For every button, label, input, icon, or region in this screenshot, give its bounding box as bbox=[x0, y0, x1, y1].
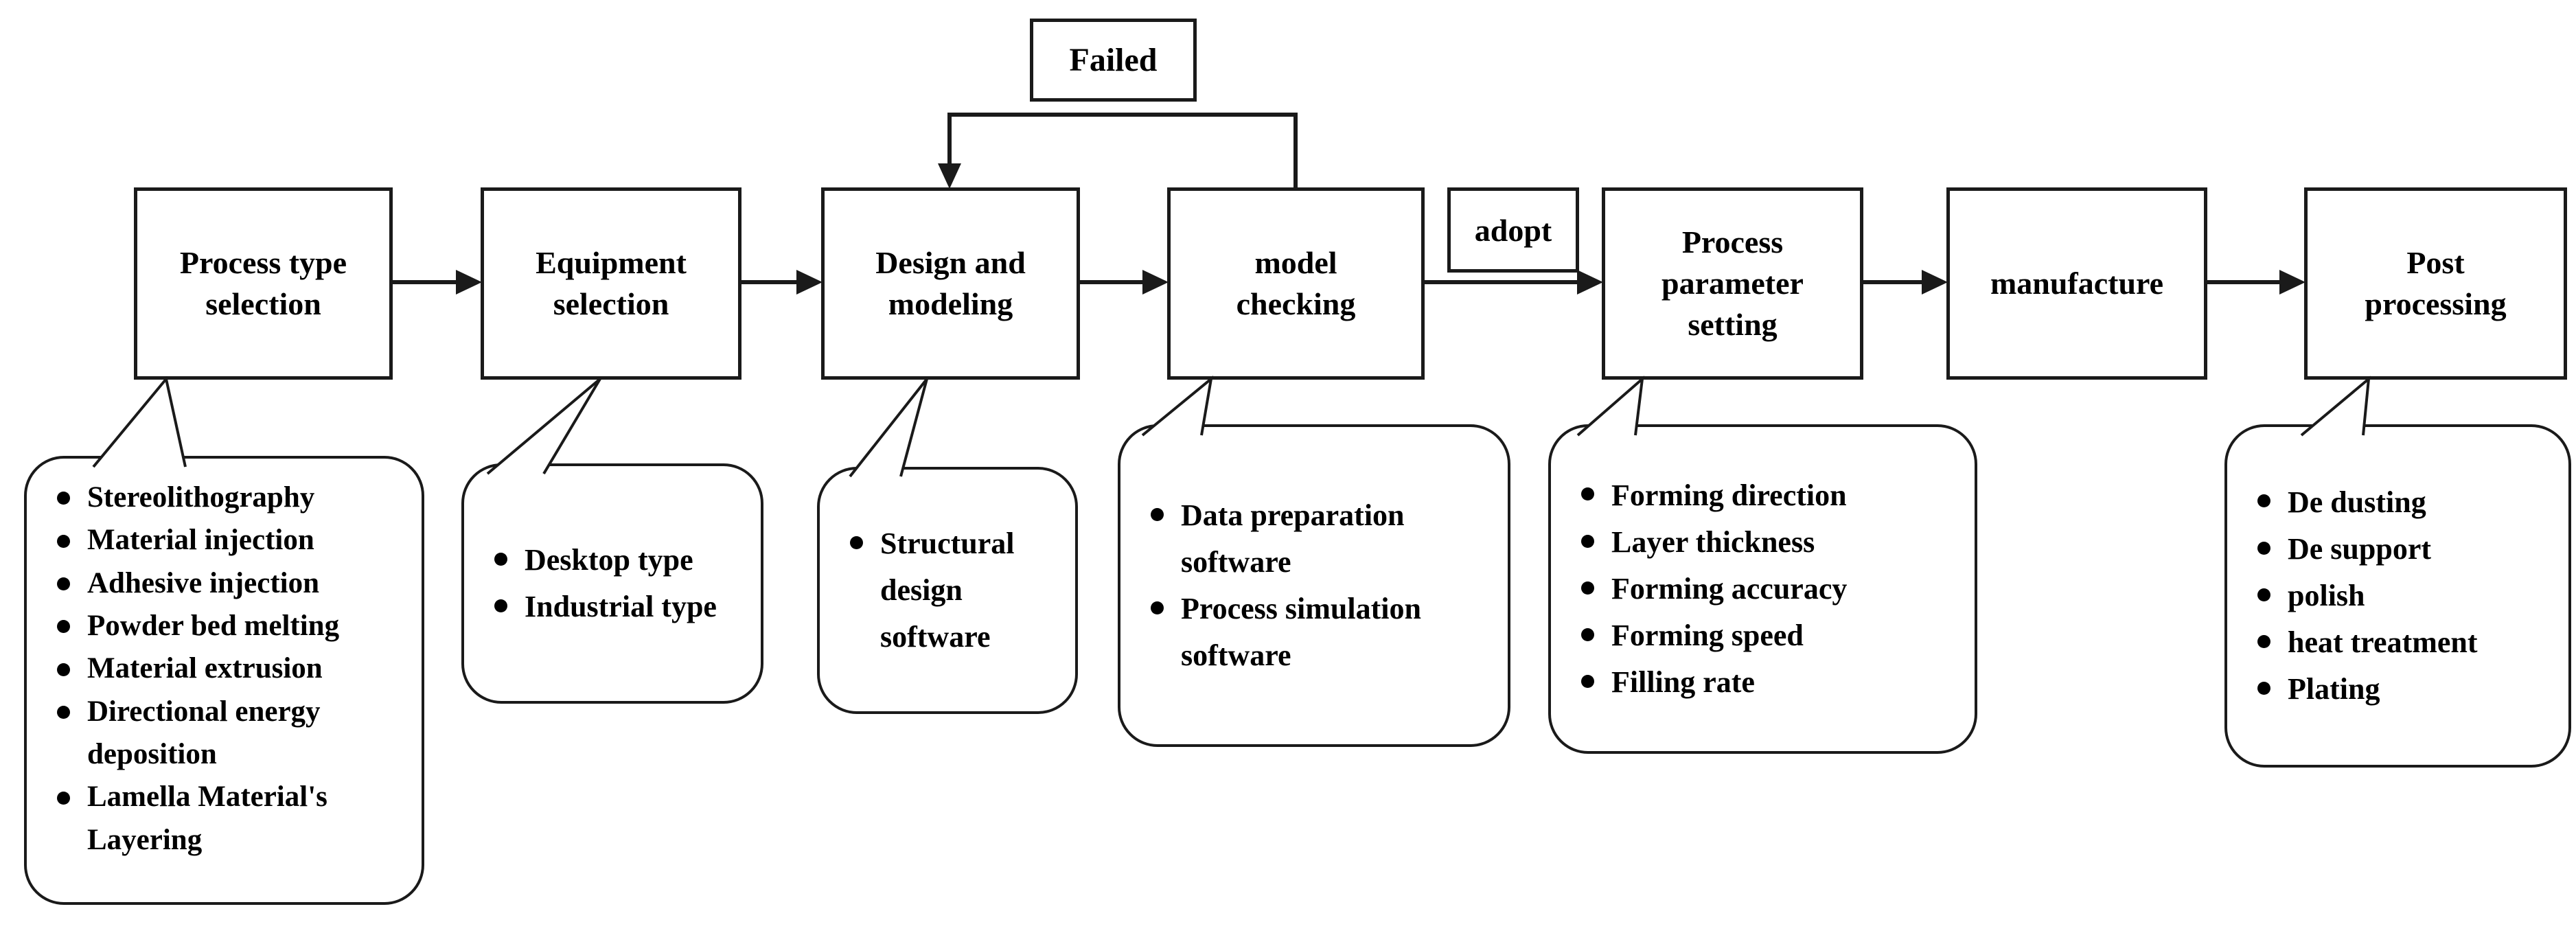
arrowhead-down-icon bbox=[938, 163, 961, 189]
callout-item: Process simulation software bbox=[1144, 586, 1488, 679]
callout-item: heat treatment bbox=[2251, 619, 2549, 666]
step-manufacture: manufacture bbox=[1946, 187, 2207, 380]
failed-label: Failed bbox=[1069, 42, 1158, 78]
callout-model-checking: Data preparation software Process simula… bbox=[1118, 424, 1510, 747]
callout-list: Data preparation software Process simula… bbox=[1120, 492, 1508, 680]
feedback-line bbox=[947, 113, 1298, 187]
arrowhead-right-icon bbox=[1922, 270, 1948, 295]
step-equipment-selection: Equipment selection bbox=[481, 187, 741, 380]
callout-list: Forming direction Layer thickness Formin… bbox=[1551, 472, 1975, 706]
callout-item: Material injection bbox=[50, 519, 402, 562]
callout-item: Forming speed bbox=[1574, 612, 1955, 659]
callout-tail bbox=[849, 378, 928, 478]
callout-item: Forming direction bbox=[1574, 472, 1955, 519]
callout-tail bbox=[92, 376, 187, 468]
step-label: Equipment selection bbox=[536, 245, 687, 321]
feedback-loop bbox=[938, 113, 1298, 189]
callout-equipment-selection: Desktop type Industrial type bbox=[461, 463, 763, 704]
callout-item: Material extrusion bbox=[50, 647, 402, 690]
arrowhead-right-icon bbox=[1577, 270, 1603, 295]
step-post-processing: Post processing bbox=[2304, 187, 2567, 380]
callout-post-processing: De dusting De support polish heat treatm… bbox=[2224, 424, 2571, 768]
callout-item: Layer thickness bbox=[1574, 519, 1955, 566]
callout-item: De support bbox=[2251, 526, 2549, 573]
arrowhead-right-icon bbox=[456, 270, 482, 295]
step-design-and-modeling: Design and modeling bbox=[821, 187, 1080, 380]
callout-item: Filling rate bbox=[1574, 659, 1955, 706]
callout-list: De dusting De support polish heat treatm… bbox=[2227, 479, 2568, 713]
callout-design-and-modeling: Structural design software bbox=[817, 467, 1078, 714]
callout-item: Powder bed melting bbox=[50, 605, 402, 647]
arrowhead-right-icon bbox=[1142, 270, 1169, 295]
callout-item: Plating bbox=[2251, 666, 2549, 713]
callout-item: Structural design software bbox=[843, 520, 1056, 661]
arrowhead-right-icon bbox=[2279, 270, 2305, 295]
callout-process-type-selection: Stereolithography Material injection Adh… bbox=[24, 456, 424, 905]
step-label: manufacture bbox=[1990, 266, 2164, 301]
callout-item: Data preparation software bbox=[1144, 492, 1488, 586]
callout-list: Stereolithography Material injection Adh… bbox=[27, 476, 422, 862]
callout-list: Structural design software bbox=[820, 520, 1075, 661]
callout-item: Lamella Material's Layering bbox=[50, 776, 402, 862]
arrowhead-right-icon bbox=[796, 270, 823, 295]
callout-tail bbox=[486, 378, 601, 475]
failed-label-box: Failed bbox=[1030, 19, 1197, 102]
step-model-checking: model checking bbox=[1167, 187, 1425, 380]
step-label: Post processing bbox=[2365, 245, 2507, 321]
callout-item: Directional energy deposition bbox=[50, 691, 402, 776]
callout-item: polish bbox=[2251, 573, 2549, 619]
callout-process-parameter-setting: Forming direction Layer thickness Formin… bbox=[1548, 424, 1977, 754]
step-label: Design and modeling bbox=[875, 245, 1026, 321]
callout-item: Stereolithography bbox=[50, 476, 402, 519]
step-process-type-selection: Process type selection bbox=[134, 187, 393, 380]
callout-item: De dusting bbox=[2251, 479, 2549, 526]
step-label: Process parameter setting bbox=[1661, 224, 1804, 342]
adopt-label: adopt bbox=[1474, 212, 1552, 248]
step-label: Process type selection bbox=[179, 245, 347, 321]
callout-item: Forming accuracy bbox=[1574, 566, 1955, 612]
adopt-label-box: adopt bbox=[1447, 187, 1579, 273]
step-label: model checking bbox=[1236, 245, 1356, 321]
step-process-parameter-setting: Process parameter setting bbox=[1602, 187, 1863, 380]
callout-list: Desktop type Industrial type bbox=[464, 537, 761, 630]
callout-item: Desktop type bbox=[487, 537, 741, 584]
callout-item: Industrial type bbox=[487, 584, 741, 630]
callout-item: Adhesive injection bbox=[50, 562, 402, 605]
